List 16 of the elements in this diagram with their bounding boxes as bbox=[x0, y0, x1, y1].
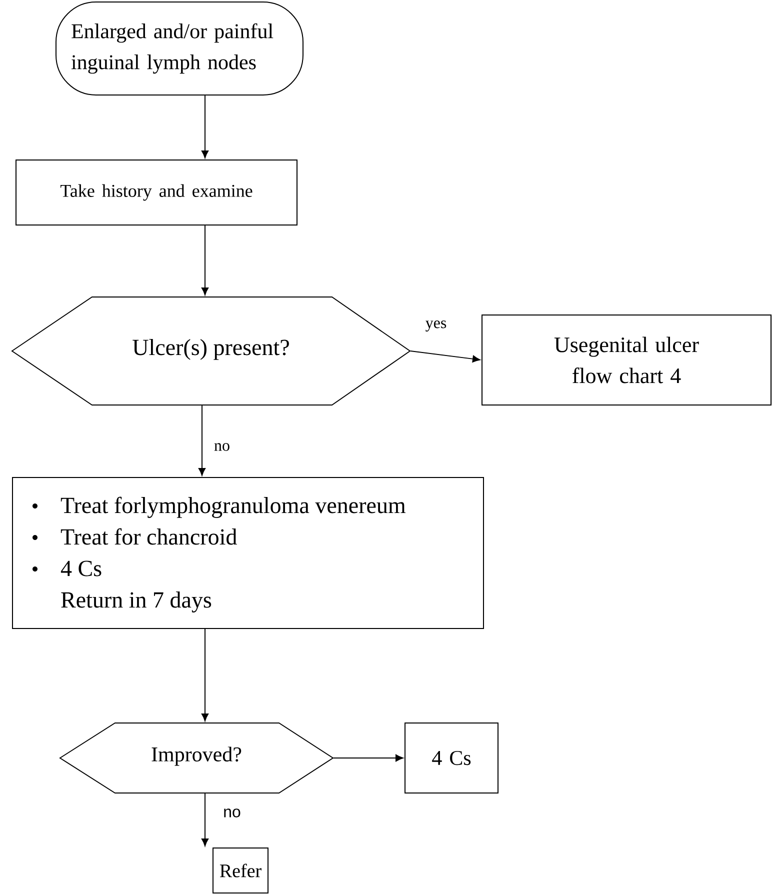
process-box: 4 Cs bbox=[404, 722, 498, 794]
process-box: Take history and examine bbox=[16, 160, 298, 226]
arrow bbox=[201, 225, 209, 296]
arrow bbox=[410, 350, 480, 362]
action-box: Treat forlymphogranuloma venereum Treat for chancroid 4 Cs Return in 7 days bbox=[12, 477, 484, 629]
start-terminal: Enlarged and/or painful inguinal lymph nodes bbox=[56, 2, 304, 96]
arrow bbox=[201, 628, 209, 722]
process-box: Refer bbox=[212, 848, 268, 894]
edge-label: no bbox=[213, 442, 231, 452]
process-box: Usegenital ulcer flow chart 4 bbox=[482, 314, 772, 406]
edge-label: no bbox=[222, 808, 242, 818]
arrow bbox=[333, 754, 404, 762]
arrow bbox=[201, 793, 209, 846]
edge-label: yes bbox=[424, 320, 448, 332]
arrow bbox=[201, 95, 209, 158]
arrow bbox=[198, 405, 206, 476]
